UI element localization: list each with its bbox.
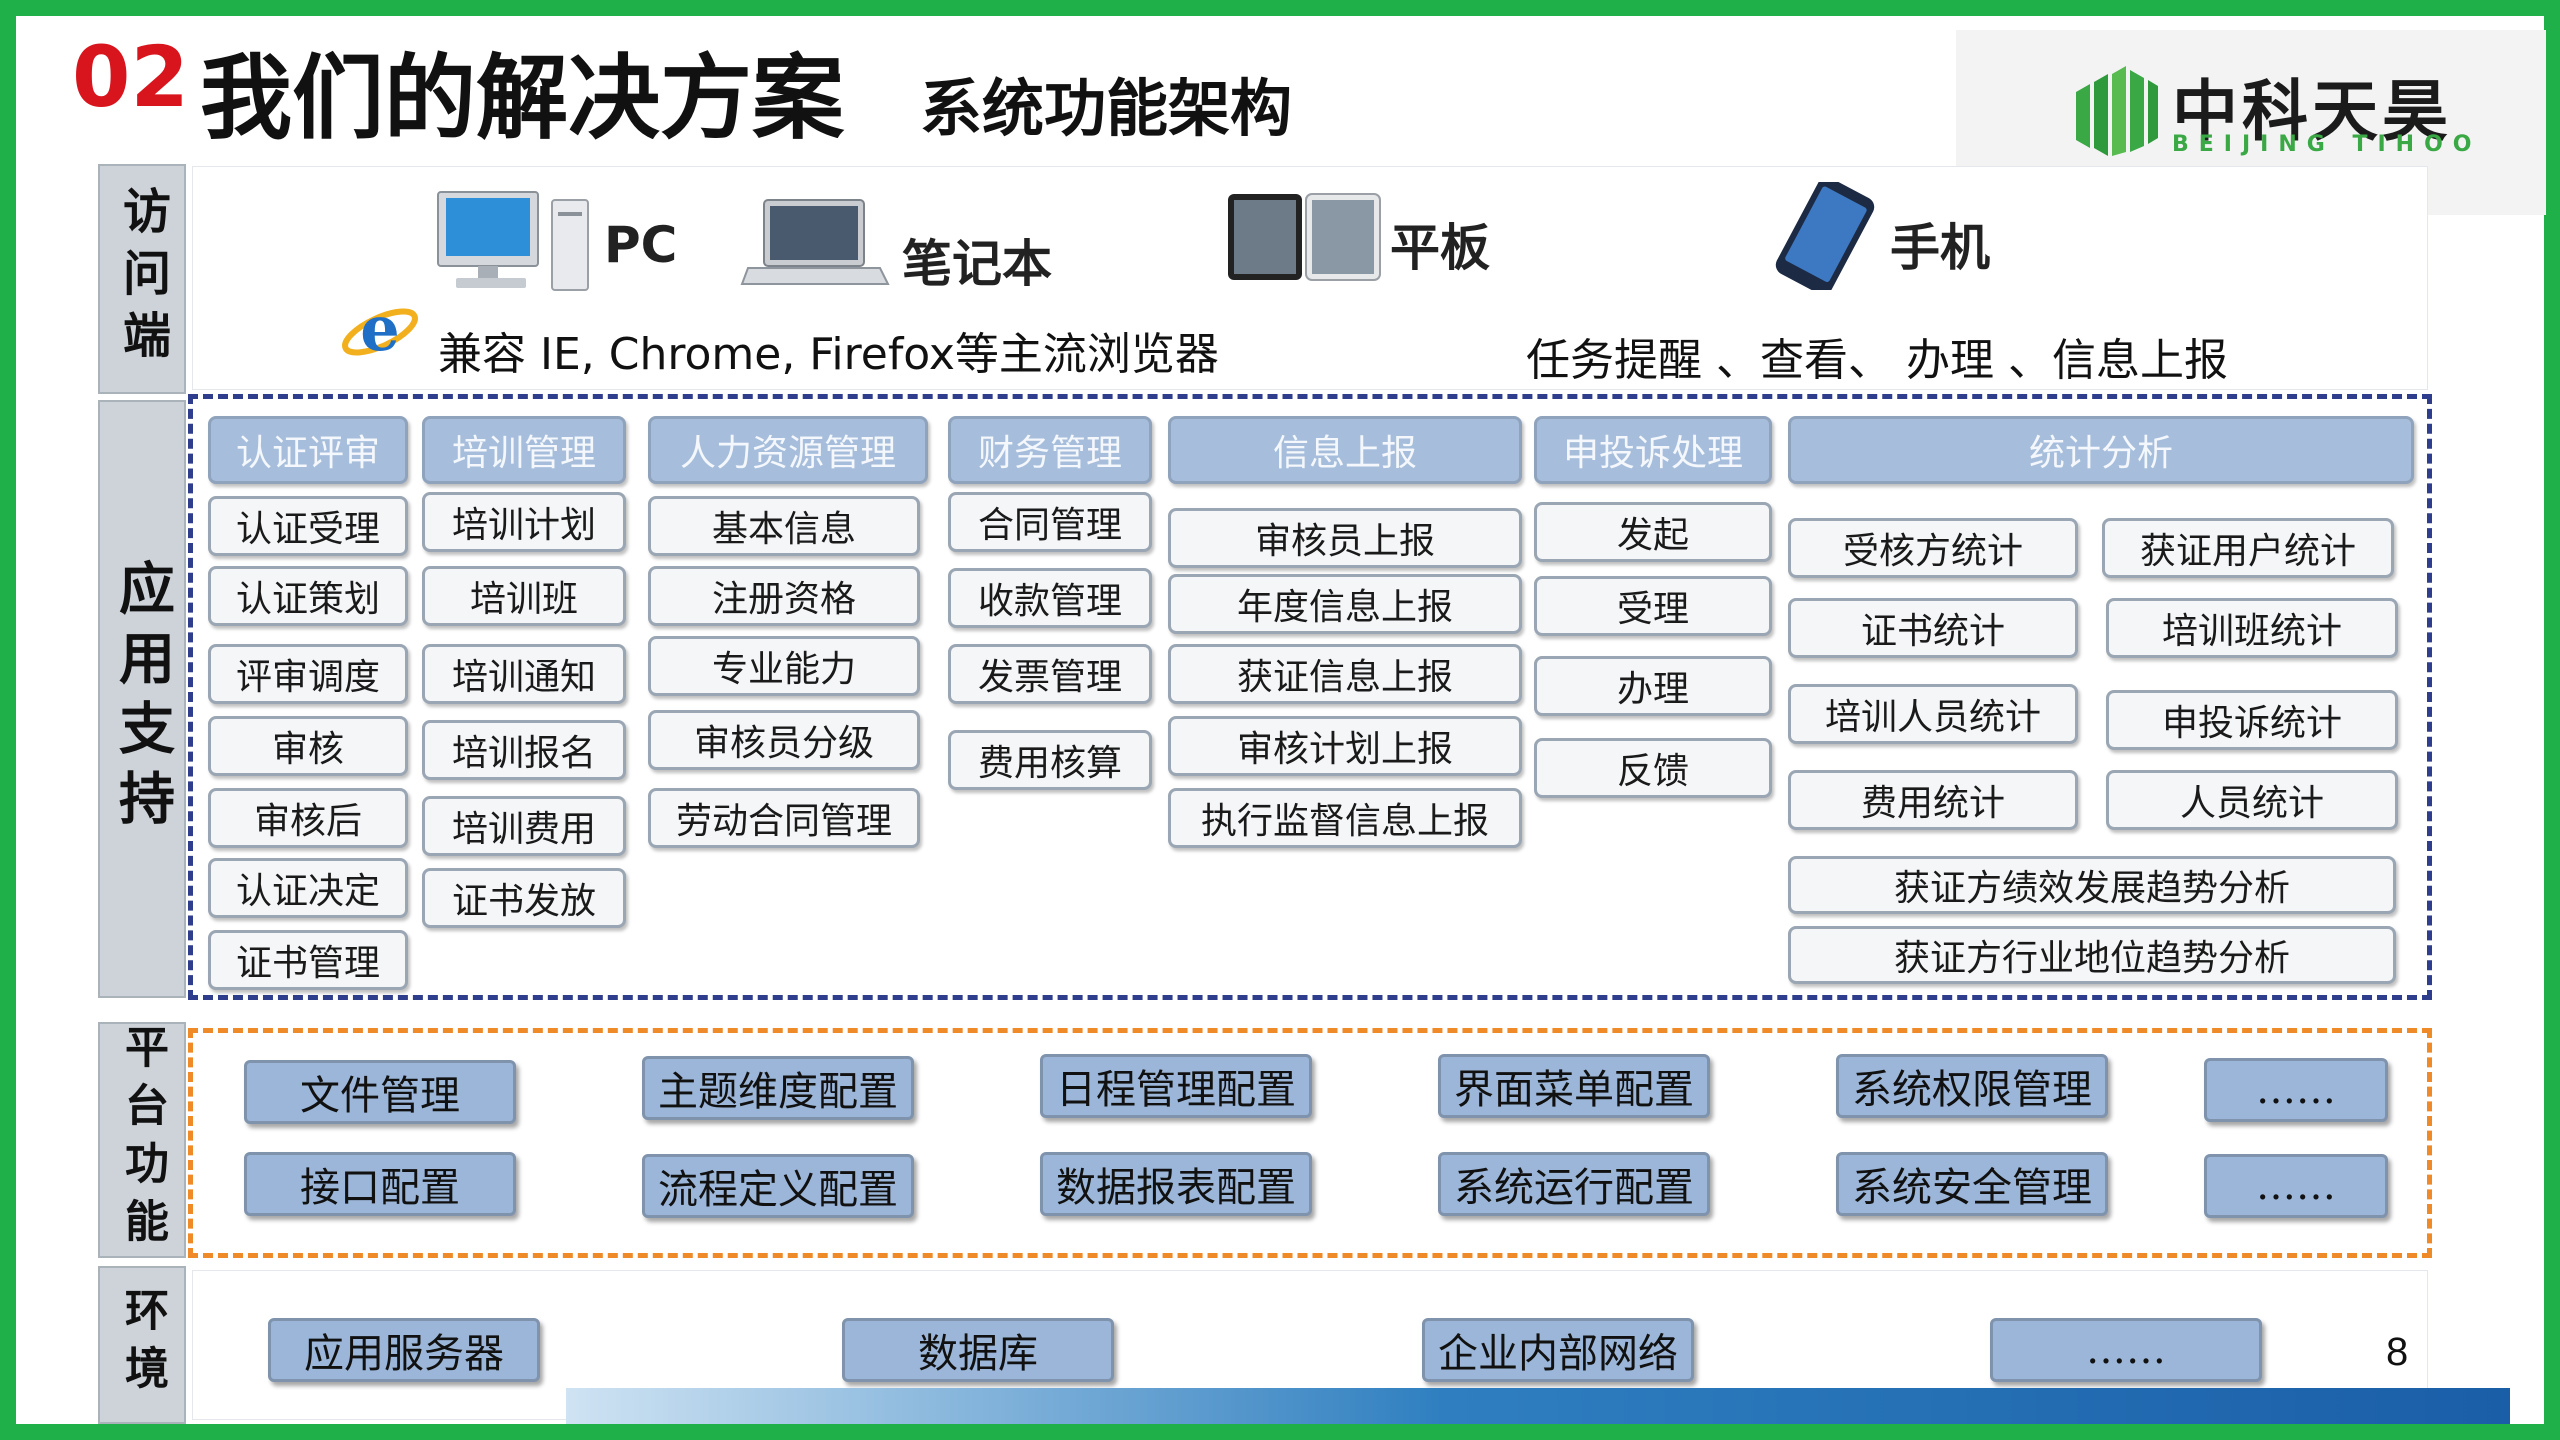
section-label-env: 环境 (98, 1266, 186, 1424)
module-item[interactable]: 审核员分级 (648, 710, 920, 770)
module-item[interactable]: 注册资格 (648, 566, 920, 626)
module-item[interactable]: 证书统计 (1788, 598, 2078, 658)
module-item[interactable]: 合同管理 (948, 492, 1152, 552)
module-header-training[interactable]: 培训管理 (422, 416, 626, 484)
platform-item-permission-mgmt[interactable]: 系统权限管理 (1836, 1054, 2108, 1118)
task-features-text: 任务提醒 、查看、 办理 、信息上报 (1526, 335, 2228, 386)
module-header-cert-review[interactable]: 认证评审 (208, 416, 408, 484)
module-item[interactable]: 认证策划 (208, 566, 408, 626)
logo-icon (2076, 66, 2158, 156)
tablet-icon (1228, 193, 1381, 281)
module-item[interactable]: 获证信息上报 (1168, 644, 1522, 704)
platform-area (188, 1028, 2432, 1258)
section-label-access: 访问端 (98, 164, 186, 394)
module-item[interactable]: 获证方行业地位趋势分析 (1788, 926, 2396, 984)
module-header-statistics[interactable]: 统计分析 (1788, 416, 2414, 484)
module-item[interactable]: 发起 (1534, 502, 1772, 562)
module-header-info-report[interactable]: 信息上报 (1168, 416, 1522, 484)
module-header-complaints[interactable]: 申投诉处理 (1534, 416, 1772, 484)
logo-name-en: BEIJING TIHOO (2172, 132, 2482, 157)
env-item-database[interactable]: 数据库 (842, 1318, 1114, 1382)
module-item[interactable]: 年度信息上报 (1168, 574, 1522, 634)
module-item[interactable]: 费用统计 (1788, 770, 2078, 830)
module-item[interactable]: 培训班统计 (2106, 598, 2398, 658)
module-item[interactable]: 培训通知 (422, 644, 626, 704)
module-item[interactable]: 审核员上报 (1168, 508, 1522, 568)
module-item[interactable]: 审核 (208, 716, 408, 776)
device-label-phone: 手机 (1890, 219, 1990, 277)
section-label-platform: 平台功能 (98, 1022, 186, 1258)
module-item[interactable]: 获证用户统计 (2102, 518, 2394, 578)
desktop-icon (437, 191, 589, 291)
platform-item-interface-config[interactable]: 接口配置 (244, 1152, 516, 1216)
module-item[interactable]: 评审调度 (208, 644, 408, 704)
module-item[interactable]: 证书发放 (422, 868, 626, 928)
module-item[interactable]: 人员统计 (2106, 770, 2398, 830)
module-item[interactable]: 证书管理 (208, 930, 408, 990)
module-item[interactable]: 审核计划上报 (1168, 716, 1522, 776)
phone-icon (1775, 182, 1875, 290)
section-number: 02 (72, 28, 189, 126)
module-item[interactable]: 办理 (1534, 656, 1772, 716)
platform-item-theme-config[interactable]: 主题维度配置 (642, 1056, 914, 1120)
module-item[interactable]: 认证决定 (208, 858, 408, 918)
logo-name-cn: 中科天昊 (2172, 73, 2452, 150)
platform-item-workflow-config[interactable]: 流程定义配置 (642, 1154, 914, 1218)
page-number: 8 (2386, 1330, 2409, 1374)
module-header-finance[interactable]: 财务管理 (948, 416, 1152, 484)
module-item[interactable]: 审核后 (208, 788, 408, 848)
svg-text:e: e (360, 292, 399, 365)
module-item[interactable]: 申投诉统计 (2106, 690, 2398, 750)
env-item-app-server[interactable]: 应用服务器 (268, 1318, 540, 1382)
module-item[interactable]: 专业能力 (648, 636, 920, 696)
device-label-laptop: 笔记本 (902, 235, 1052, 293)
platform-item-menu-config[interactable]: 界面菜单配置 (1438, 1054, 1710, 1118)
env-item-intranet[interactable]: 企业内部网络 (1422, 1318, 1694, 1382)
platform-item-report-config[interactable]: 数据报表配置 (1040, 1152, 1312, 1216)
platform-item-file-mgmt[interactable]: 文件管理 (244, 1060, 516, 1124)
module-item[interactable]: 受理 (1534, 576, 1772, 636)
module-item[interactable]: 执行监督信息上报 (1168, 788, 1522, 848)
module-item[interactable]: 培训人员统计 (1788, 684, 2078, 744)
section-label-app: 应用支持 (98, 400, 186, 998)
platform-item-schedule-config[interactable]: 日程管理配置 (1040, 1054, 1312, 1118)
env-item-more[interactable]: …… (1990, 1318, 2262, 1382)
page-title: 我们的解决方案 (200, 45, 845, 152)
module-item[interactable]: 培训计划 (422, 492, 626, 552)
device-label-tablet: 平板 (1390, 219, 1490, 277)
platform-item-more[interactable]: …… (2204, 1154, 2388, 1218)
browser-ie-icon: e (342, 292, 418, 365)
module-item[interactable]: 受核方统计 (1788, 518, 2078, 578)
module-item[interactable]: 基本信息 (648, 496, 920, 556)
module-item[interactable]: 培训班 (422, 566, 626, 626)
module-item[interactable]: 收款管理 (948, 568, 1152, 628)
module-item[interactable]: 费用核算 (948, 730, 1152, 790)
module-item[interactable]: 劳动合同管理 (648, 788, 920, 848)
module-item[interactable]: 认证受理 (208, 496, 408, 556)
module-header-hr[interactable]: 人力资源管理 (648, 416, 928, 484)
module-item[interactable]: 培训费用 (422, 796, 626, 856)
footer-decoration (566, 1388, 2510, 1424)
device-label-pc: PC (604, 216, 678, 274)
platform-item-more[interactable]: …… (2204, 1058, 2388, 1122)
module-item[interactable]: 获证方绩效发展趋势分析 (1788, 856, 2396, 914)
laptop-icon (740, 199, 890, 285)
page-subtitle: 系统功能架构 (920, 72, 1293, 145)
browser-compat-text: 兼容 IE, Chrome, Firefox等主流浏览器 (438, 329, 1219, 380)
module-item[interactable]: 发票管理 (948, 644, 1152, 704)
module-item[interactable]: 反馈 (1534, 738, 1772, 798)
app-support-area (188, 394, 2432, 1000)
platform-item-security-mgmt[interactable]: 系统安全管理 (1836, 1152, 2108, 1216)
module-item[interactable]: 培训报名 (422, 720, 626, 780)
platform-item-runtime-config[interactable]: 系统运行配置 (1438, 1152, 1710, 1216)
